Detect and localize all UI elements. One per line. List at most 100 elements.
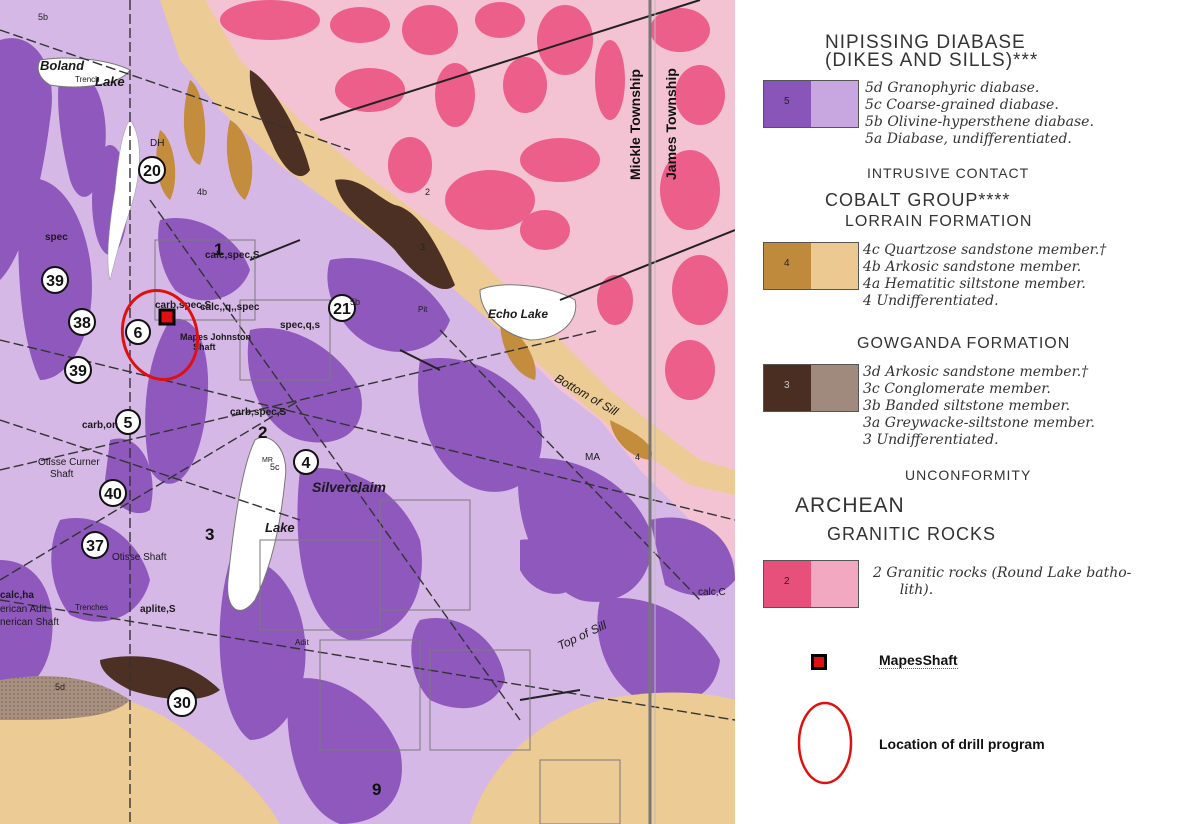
- unit-3c: 3c Conglomerate member.: [863, 381, 1051, 397]
- swatch-unit-5: 5: [763, 80, 859, 128]
- unit-4: 4 Undifferentiated.: [863, 293, 999, 309]
- svg-text:Lake: Lake: [265, 520, 295, 535]
- svg-text:38: 38: [73, 315, 91, 332]
- circle-6: 6: [125, 319, 151, 345]
- svg-text:39: 39: [46, 273, 64, 290]
- svg-text:Otisse Curner: Otisse Curner: [38, 457, 100, 468]
- gowganda-patch: [249, 70, 310, 177]
- sandstone-band: [160, 0, 735, 495]
- circle-40: 40: [99, 479, 127, 507]
- svg-text:MR: MR: [262, 457, 273, 464]
- svg-text:4: 4: [302, 455, 311, 472]
- geologic-map: 20 39 38 6 39 5 40 37 30 21 4 2 3 1 9 Bo…: [0, 0, 735, 824]
- svg-text:Trench: Trench: [75, 75, 100, 84]
- swatch-unit-2: 2: [763, 560, 859, 608]
- swatch-unit-4: 4: [763, 242, 859, 290]
- circle-39b: 39: [64, 356, 92, 384]
- svg-text:40: 40: [104, 486, 122, 503]
- svg-text:20: 20: [143, 163, 161, 180]
- svg-text:nerican Shaft: nerican Shaft: [0, 617, 59, 628]
- svg-text:39: 39: [69, 363, 87, 380]
- svg-text:Shaft: Shaft: [193, 342, 216, 352]
- svg-text:37: 37: [86, 538, 104, 555]
- svg-text:Boland: Boland: [40, 58, 85, 73]
- gowganda-formation-title: GOWGANDA FORMATION: [857, 335, 1071, 352]
- svg-text:aplite,S: aplite,S: [140, 604, 176, 615]
- mapes-shaft-legend-label: MapesShaft: [879, 652, 958, 669]
- unit-5a: 5a Diabase, undifferentiated.: [865, 131, 1072, 147]
- svg-text:Mapes Johnston: Mapes Johnston: [180, 332, 251, 342]
- svg-text:30: 30: [173, 695, 191, 712]
- svg-text:Trenches: Trenches: [75, 603, 108, 612]
- unit-2: 2 Granitic rocks (Round Lake batho-: [873, 565, 1132, 581]
- drill-program-ellipse: [120, 288, 200, 382]
- unconformity: UNCONFORMITY: [905, 467, 1032, 483]
- svg-text:6: 6: [134, 325, 143, 342]
- gowganda-lower-band: [0, 676, 130, 720]
- sandstone-patch: [226, 120, 253, 200]
- drill-program-legend-label: Location of drill program: [879, 736, 1045, 752]
- svg-text:5: 5: [124, 415, 133, 432]
- svg-text:carb,on: carb,on: [82, 420, 118, 431]
- svg-text:calc,ha: calc,ha: [0, 590, 34, 601]
- cobalt-group-title: COBALT GROUP****: [825, 190, 1011, 210]
- sandstone-patch: [500, 320, 536, 380]
- white-valley: [107, 119, 140, 281]
- lorrain-formation-title: LORRAIN FORMATION: [845, 213, 1033, 230]
- svg-text:Silverclaim: Silverclaim: [312, 479, 386, 495]
- svg-text:21: 21: [333, 301, 351, 318]
- circle-5: 5: [115, 409, 141, 435]
- svg-text:calc,spec,S: calc,spec,S: [205, 250, 260, 261]
- svg-text:carb,spec,S: carb,spec,S: [230, 407, 286, 418]
- unit-4c: 4c Quartzose sandstone member.†: [863, 242, 1107, 258]
- circle-20: 20: [138, 156, 166, 184]
- svg-text:Pit: Pit: [418, 305, 428, 314]
- sandstone-patch: [156, 130, 176, 200]
- unit-5c: 5c Coarse-grained diabase.: [865, 97, 1059, 113]
- circle-39a: 39: [41, 266, 69, 294]
- unit-labels: 5b 5b 5d 5c 4b 4 3 2: [38, 12, 640, 692]
- svg-text:Adit: Adit: [295, 638, 310, 647]
- sandstone-lower: [470, 692, 735, 824]
- svg-text:spec,q,s: spec,q,s: [280, 320, 320, 331]
- unit-4a: 4a Hematitic siltstone member.: [863, 276, 1086, 292]
- svg-text:Lake: Lake: [95, 74, 125, 89]
- svg-text:DH: DH: [150, 138, 164, 149]
- svg-text:3: 3: [420, 242, 425, 252]
- unit-3d: 3d Arkosic sandstone member.†: [863, 364, 1089, 380]
- unit-3a: 3a Greywacke-siltstone member.: [863, 415, 1095, 431]
- svg-text:5d: 5d: [55, 682, 65, 692]
- nipissing-title: NIPISSING DIABASE: [825, 32, 1026, 53]
- map-legend: NIPISSING DIABASE (DIKES AND SILLS)*** 5…: [745, 0, 1201, 824]
- svg-text:4: 4: [635, 452, 640, 462]
- sandstone-patch: [183, 80, 206, 165]
- granitic-rocks-title: GRANITIC ROCKS: [827, 524, 997, 544]
- circle-30: 30: [167, 687, 197, 717]
- svg-text:erican Adit: erican Adit: [0, 604, 47, 615]
- svg-text:spec: spec: [45, 232, 68, 243]
- unit-3b: 3b Banded siltstone member.: [863, 398, 1071, 414]
- mapes-shaft-marker: [158, 308, 176, 326]
- svg-text:2: 2: [258, 423, 267, 442]
- unit-5b: 5b Olivine-hypersthene diabase.: [865, 114, 1094, 130]
- svg-text:carb,spec,S: carb,spec,S: [155, 300, 211, 311]
- claim-circles: 20 39 38 6 39 5 40 37 30 21 4: [41, 156, 356, 717]
- claim-numbers: 2 3 1 9: [205, 240, 381, 799]
- james-township-label: James Township: [663, 68, 679, 180]
- sandstone-lower: [0, 689, 280, 824]
- svg-text:5b: 5b: [38, 12, 48, 22]
- gowganda-patch: [335, 179, 455, 290]
- circle-4: 4: [293, 449, 319, 475]
- silverclaim-lake: [227, 437, 287, 611]
- unit-4b: 4b Arkosic sandstone member.: [863, 259, 1082, 275]
- svg-text:MA: MA: [585, 452, 600, 463]
- archean-title: ARCHEAN: [795, 494, 905, 517]
- circle-21: 21: [328, 294, 356, 322]
- svg-text:calc,,q,,spec: calc,,q,,spec: [200, 302, 260, 313]
- svg-text:calc,C: calc,C: [698, 587, 726, 598]
- svg-text:5b: 5b: [350, 297, 360, 307]
- svg-text:Echo Lake: Echo Lake: [488, 307, 548, 321]
- svg-text:5c: 5c: [270, 462, 280, 472]
- unit-5d: 5d Granophyric diabase.: [865, 80, 1040, 96]
- svg-text:4b: 4b: [197, 187, 207, 197]
